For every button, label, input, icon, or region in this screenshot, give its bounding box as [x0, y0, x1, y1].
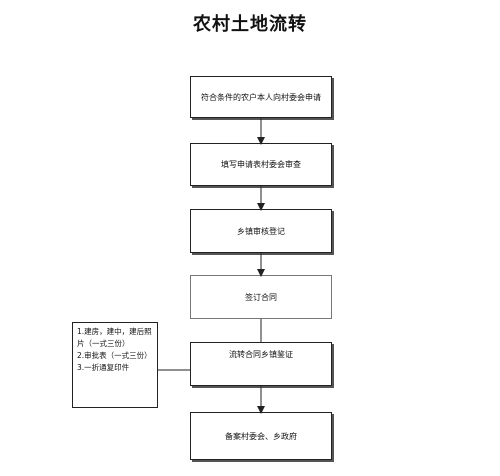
step-1-box: 符合条件的农户本人向村委会申请 — [190, 76, 332, 118]
step-2-label: 填写申请表村委会审查 — [221, 160, 301, 169]
step-2-box: 填写申请表村委会审查 — [190, 143, 332, 186]
required-documents-note: 1.建房，建中，建后照片（一式三份） 2.审批表（一式三份） 3.一折通复印件 — [72, 322, 158, 408]
step-3-box: 乡镇审核登记 — [190, 209, 332, 253]
step-1-label: 符合条件的农户本人向村委会申请 — [201, 92, 321, 102]
note-line-2: 2.审批表（一式三份） — [77, 351, 152, 360]
note-line-3: 3.一折通复印件 — [77, 363, 130, 372]
note-line-1: 1.建房，建中，建后照片（一式三份） — [77, 327, 152, 348]
step-4-label: 签订合同 — [245, 292, 277, 302]
step-6-label: 备案村委会、乡政府 — [225, 431, 297, 441]
step-5-label: 流转合同乡镇鉴证 — [229, 350, 293, 359]
step-4-box: 签订合同 — [190, 275, 332, 319]
step-6-box: 备案村委会、乡政府 — [190, 412, 332, 460]
step-5-box: 流转合同乡镇鉴证 — [190, 342, 332, 386]
step-3-label: 乡镇审核登记 — [237, 226, 285, 236]
page-title: 农村土地流转 — [193, 14, 307, 35]
